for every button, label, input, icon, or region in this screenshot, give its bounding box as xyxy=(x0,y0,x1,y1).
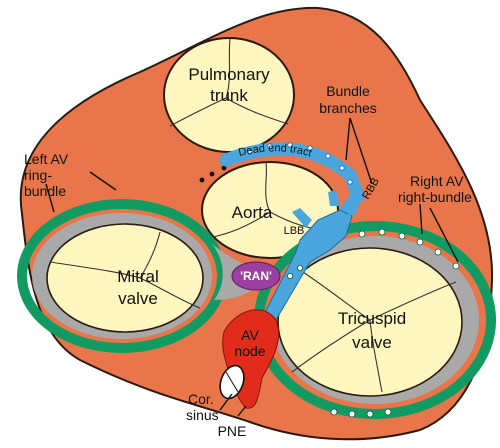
pulmonary-label-2: trunk xyxy=(210,86,248,105)
conduction-bundle xyxy=(219,142,366,331)
mitral-label-1: Mitral xyxy=(117,267,159,286)
coronary-sinus xyxy=(219,364,245,400)
left-av-label-3: bundle xyxy=(24,183,66,199)
av-node-label-1: AV xyxy=(241,327,259,343)
tract-white-dots xyxy=(247,142,353,185)
bundle-label-2: branches xyxy=(319,100,377,116)
ran-node xyxy=(231,261,281,291)
right-av-label-1: Right AV xyxy=(410,173,464,189)
bundle-label-1: Bundle xyxy=(326,83,370,99)
ran-label: 'RAN' xyxy=(240,269,272,283)
av-node-label-2: node xyxy=(234,343,265,359)
mitral-label-2: valve xyxy=(118,289,158,308)
right-av-label-2: right-bundle xyxy=(398,189,472,205)
dead-end-tract-label: Dead end tract xyxy=(237,142,313,159)
mitral-valve xyxy=(17,199,227,353)
dead-end-tract-dots xyxy=(199,165,227,183)
aorta-label: Aorta xyxy=(232,203,273,222)
leader-lines xyxy=(45,117,459,417)
pulmonary-label-1: Pulmonary xyxy=(188,65,270,84)
cor-sinus-label-2: sinus xyxy=(186,407,219,423)
right-av-ring-dots xyxy=(286,228,460,418)
left-av-label-1: Left AV xyxy=(24,151,69,167)
left-av-label-2: ring- xyxy=(24,167,52,183)
cor-sinus-label-1: Cor. xyxy=(188,391,214,407)
pne-label: PNE xyxy=(218,423,247,439)
aorta xyxy=(201,161,339,259)
tricuspid-label-1: Tricuspid xyxy=(338,309,406,328)
lbb-label: LBB xyxy=(284,225,305,237)
tricuspid-label-2: valve xyxy=(352,333,392,352)
